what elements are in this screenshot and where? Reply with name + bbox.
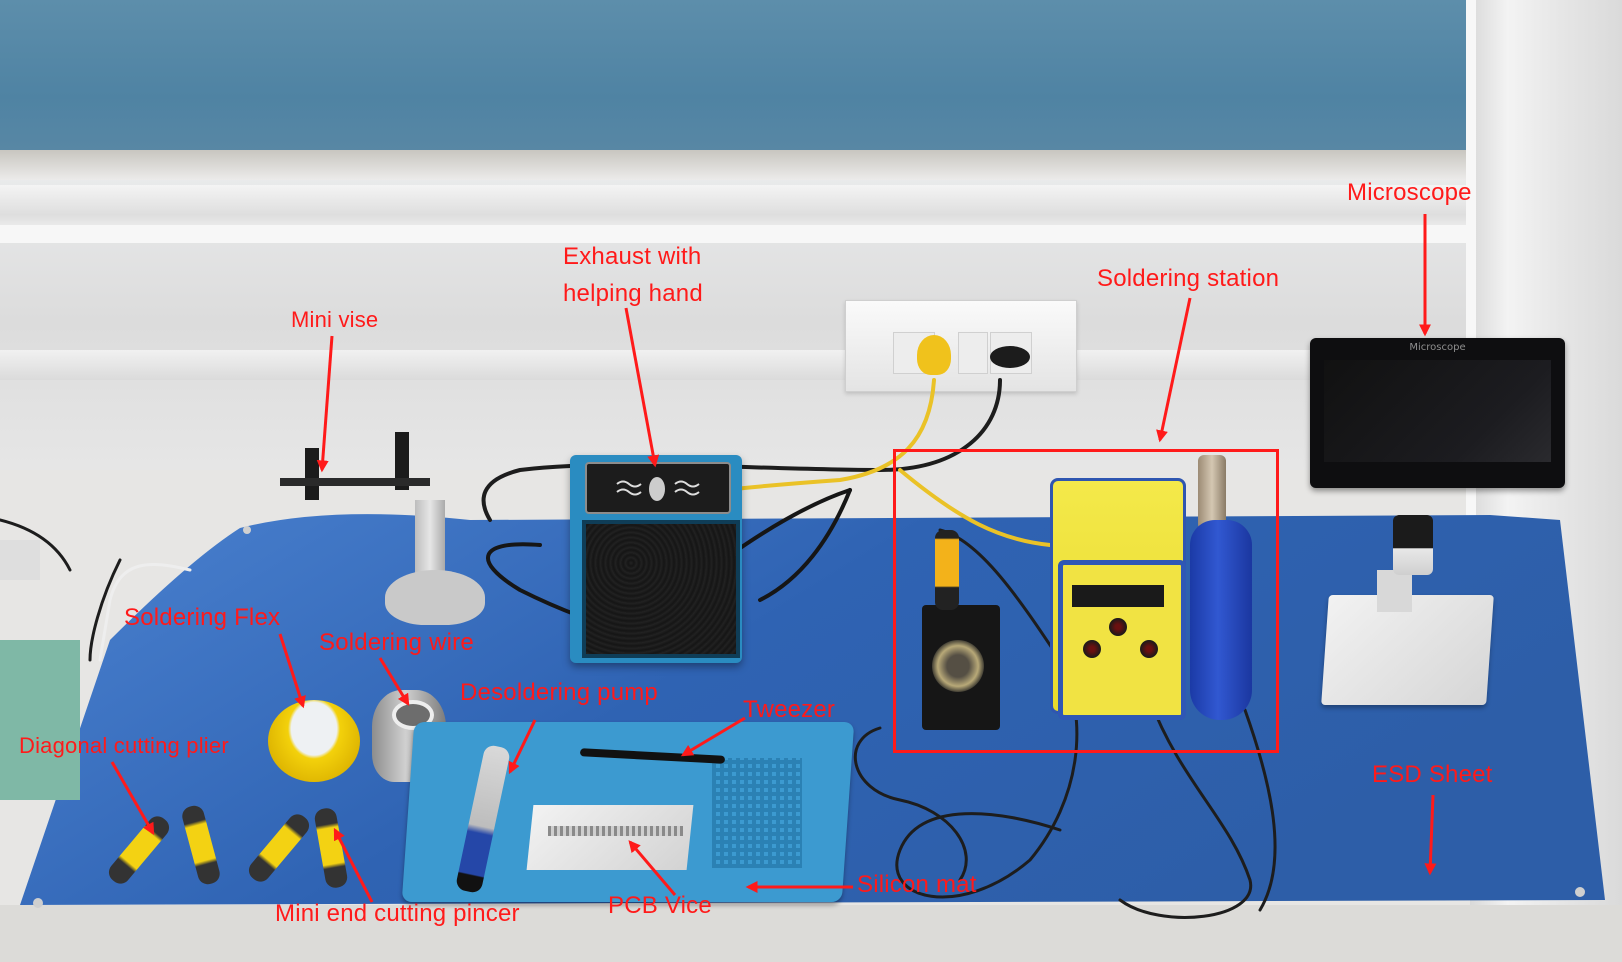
cable-trunking bbox=[0, 350, 1470, 380]
label-esd-sheet: ESD Sheet bbox=[1372, 761, 1493, 788]
yellow-cable bbox=[898, 468, 1052, 547]
label-soldering-wire: Soldering wire bbox=[319, 629, 474, 656]
label-silicon-mat: Silicon mat bbox=[857, 871, 977, 898]
microscope-stand bbox=[1377, 570, 1412, 612]
left-white-cable bbox=[98, 563, 192, 662]
esd-grommet bbox=[1575, 887, 1585, 897]
mini-vise-base bbox=[385, 570, 485, 625]
arrow-soldering-flex bbox=[278, 633, 306, 709]
arrow-pcb-vice bbox=[628, 840, 677, 896]
helping-hand-arm bbox=[758, 488, 852, 602]
window-blind bbox=[0, 0, 1470, 162]
left-green-box bbox=[0, 640, 80, 800]
label-microscope: Microscope bbox=[1347, 179, 1472, 206]
label-exhaust-helping-hand: Exhaust with helping hand bbox=[563, 243, 703, 308]
soldering-station-highlight-box bbox=[893, 449, 1279, 753]
vise-jaw bbox=[305, 448, 319, 500]
label-soldering-flex: Soldering Flex bbox=[124, 604, 281, 631]
arrow-esd-sheet bbox=[1424, 794, 1437, 876]
arrow-soldering-wire bbox=[378, 657, 410, 707]
label-mini-vise: Mini vise bbox=[291, 307, 379, 332]
microscope-lens bbox=[1393, 515, 1433, 575]
microscope-brand-text: Microscope bbox=[1409, 342, 1466, 353]
iron-cable bbox=[895, 528, 1079, 899]
esd-grommet bbox=[243, 526, 251, 534]
arrow-mini-vise bbox=[316, 335, 334, 473]
microscope-display bbox=[1324, 360, 1551, 462]
arrow-soldering-station bbox=[1156, 297, 1192, 443]
yellow-plug bbox=[917, 335, 951, 375]
arrow-exhaust bbox=[624, 307, 660, 468]
station-cable bbox=[853, 726, 968, 882]
fume-extractor-filter bbox=[582, 520, 740, 658]
hot-air-gun-nozzle bbox=[1198, 455, 1226, 530]
arrow-diagonal-plier bbox=[110, 761, 155, 836]
hot-air-gun bbox=[1190, 520, 1252, 720]
fume-extractor-logo-icon bbox=[616, 477, 700, 501]
fume-extractor-label-panel bbox=[585, 462, 731, 514]
esd-grommet bbox=[33, 898, 43, 908]
desk-front-edge bbox=[0, 905, 1622, 962]
vise-jaw bbox=[395, 432, 409, 490]
gun-cable bbox=[1118, 698, 1253, 919]
left-cable bbox=[0, 518, 72, 572]
soldering-iron-handle bbox=[935, 530, 959, 610]
soldering-flux-container bbox=[268, 700, 360, 782]
station-knob bbox=[1083, 640, 1101, 658]
black-plug bbox=[990, 346, 1030, 368]
helping-hand-arm bbox=[728, 488, 852, 557]
label-mini-end-cutting-pincer: Mini end cutting pincer bbox=[275, 900, 520, 927]
pcb-vice-spring bbox=[548, 826, 683, 836]
label-desoldering-pump: Desoldering pump bbox=[460, 679, 658, 706]
station-knob bbox=[1140, 640, 1158, 658]
label-tweezer: Tweezer bbox=[743, 696, 836, 723]
tip-cleaner bbox=[932, 640, 984, 692]
arrow-desoldering-pump bbox=[508, 719, 537, 775]
silicon-mat-grid bbox=[712, 758, 802, 868]
mini-vise-post bbox=[415, 500, 445, 580]
soldering-station-display bbox=[1072, 585, 1164, 607]
label-soldering-station: Soldering station bbox=[1097, 265, 1280, 292]
label-pcb-vice: PCB Vice bbox=[608, 892, 712, 919]
microscope-screen: Microscope bbox=[1310, 338, 1565, 488]
blind-bottom-bar bbox=[0, 150, 1470, 180]
station-knob bbox=[1109, 618, 1127, 636]
arrow-tweezer bbox=[680, 716, 746, 757]
window-frame-edge bbox=[1466, 0, 1476, 600]
left-cable bbox=[88, 558, 122, 662]
window-sill-highlight bbox=[0, 225, 1470, 243]
left-device bbox=[0, 540, 40, 580]
gun-cable bbox=[1243, 708, 1277, 912]
socket-slot bbox=[958, 332, 988, 374]
vise-rod bbox=[280, 478, 430, 486]
label-diagonal-cutting-plier: Diagonal cutting plier bbox=[19, 733, 229, 758]
arrow-end-cutting-pincer bbox=[333, 827, 374, 903]
